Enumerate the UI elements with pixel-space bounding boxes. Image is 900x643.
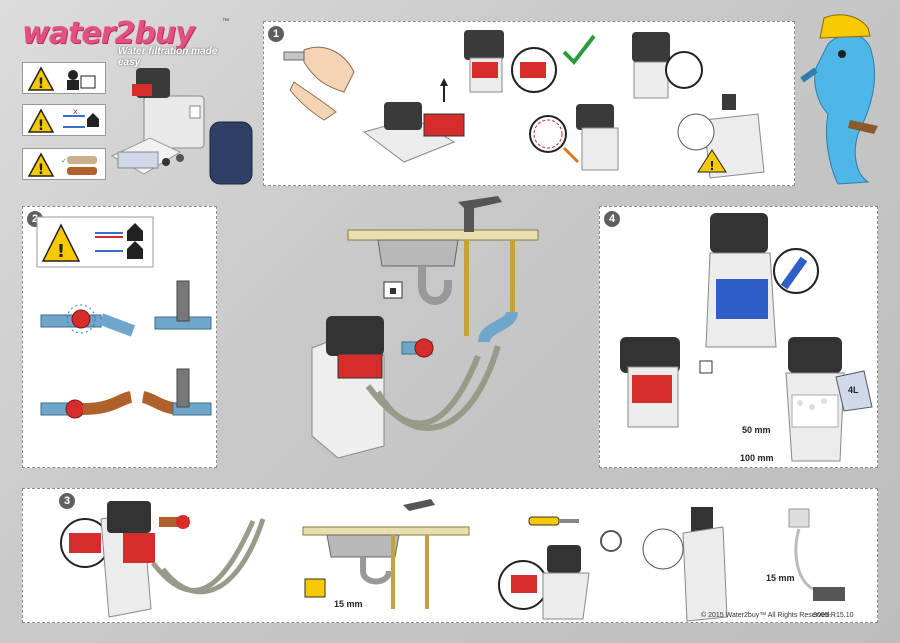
svg-text:!: ! xyxy=(38,76,44,92)
step-1-panel: 1 ! xyxy=(263,21,795,186)
document-code: 3005-R15.10 xyxy=(813,612,854,619)
dolphin-mascot xyxy=(800,14,878,185)
step-2-illustration: ! xyxy=(36,216,212,419)
warning-box-backflow: ! x xyxy=(22,104,106,136)
svg-text:!: ! xyxy=(38,118,44,134)
step-3-illustration xyxy=(60,499,845,622)
brand-logo: water2buy ™ Water filtration made easy xyxy=(22,16,232,68)
backflow-warning-icon: ! x xyxy=(27,107,99,134)
svg-text:!: ! xyxy=(57,241,65,262)
brand-name: water2buy xyxy=(22,16,195,51)
read-manual-warning-icon: ! xyxy=(27,66,96,92)
svg-text:!: ! xyxy=(709,159,714,173)
step-2-panel: 2 ! xyxy=(22,206,217,468)
step-4-illustration xyxy=(620,213,873,462)
step-3-badge: 3 xyxy=(59,493,75,509)
step-3-panel: 3 15 mm 15 mm © 2015 Wa xyxy=(22,488,878,623)
dimension-15mm-drill-label: 15 mm xyxy=(334,599,363,609)
warning-box-pipe: ! ✓ xyxy=(22,148,106,180)
step-1-illustration: ! xyxy=(283,30,765,179)
main-installation-illustration xyxy=(311,196,539,459)
step-4-panel: 4 4L 50 mm 100 mm xyxy=(599,206,878,468)
svg-text:!: ! xyxy=(38,162,44,178)
warning-box-manual: ! xyxy=(22,62,106,94)
copyright-text: © 2015 Water2buy™ All Rights Reserved. xyxy=(701,612,832,619)
dimension-50mm-label: 50 mm xyxy=(742,425,771,435)
dimension-100mm-label: 100 mm xyxy=(740,453,774,463)
product-kit-illustration xyxy=(110,68,253,185)
pipe-warning-icon: ! ✓ xyxy=(27,152,97,178)
svg-text:x: x xyxy=(73,107,78,116)
step-4-badge: 4 xyxy=(604,211,620,227)
dimension-15mm-drain-label: 15 mm xyxy=(766,573,795,583)
svg-text:✓: ✓ xyxy=(61,157,67,165)
trademark-mark: ™ xyxy=(222,18,229,25)
brand-tagline: Water filtration made easy xyxy=(118,46,218,68)
salt-volume-label: 4L xyxy=(848,385,859,395)
step-1-badge: 1 xyxy=(268,26,284,42)
